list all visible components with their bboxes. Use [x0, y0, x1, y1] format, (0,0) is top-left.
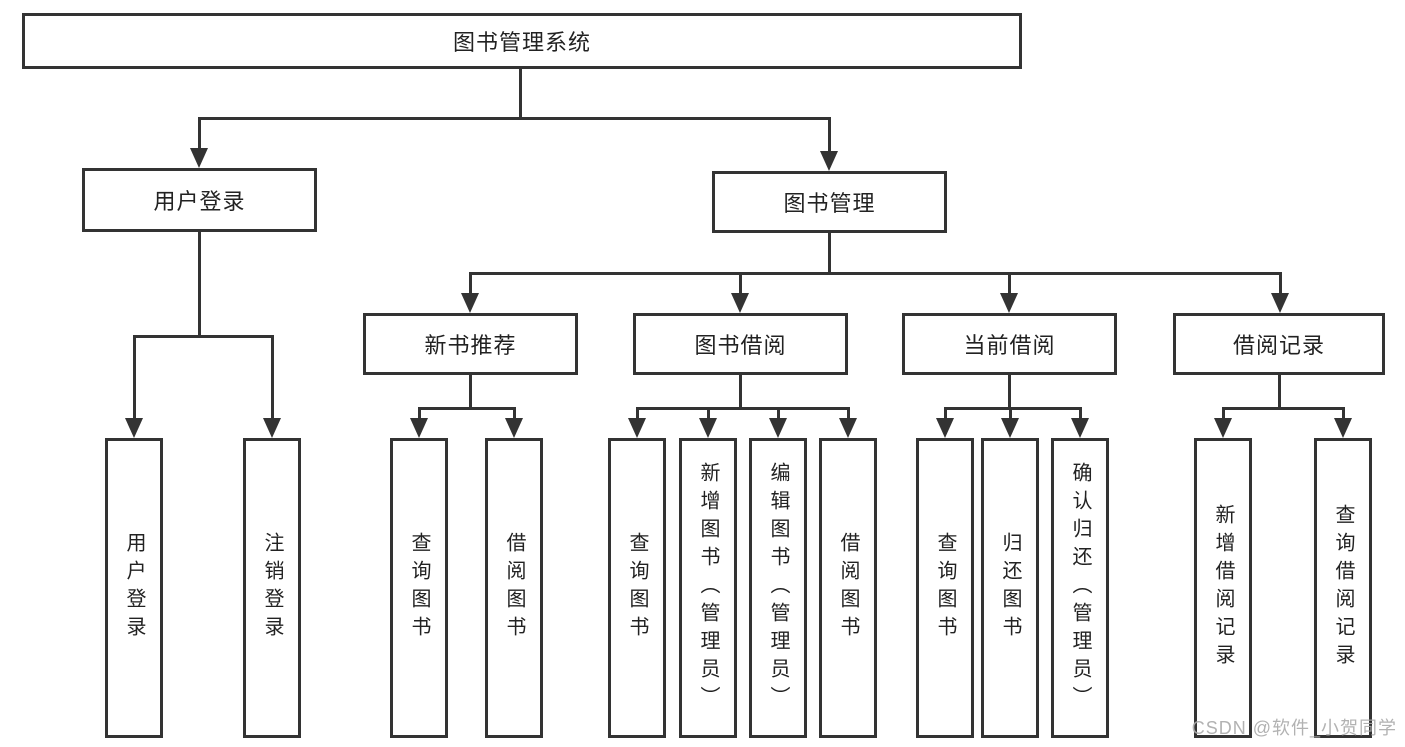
connector-line: [828, 233, 831, 274]
connector-line: [945, 407, 1081, 410]
connector-line: [1008, 272, 1011, 295]
node-book-borrowing: 图书借阅: [633, 313, 848, 375]
connector-line: [1279, 272, 1282, 295]
arrow-down-icon: [628, 418, 646, 438]
leaf-label: 新增借阅记录: [1212, 504, 1234, 672]
arrow-down-icon: [769, 418, 787, 438]
arrow-down-icon: [505, 418, 523, 438]
arrow-down-icon: [263, 418, 281, 438]
connector-line: [707, 407, 710, 421]
node-borrowing-records: 借阅记录: [1173, 313, 1385, 375]
connector-line: [1008, 375, 1011, 409]
connector-line: [469, 375, 472, 409]
node-label: 用户登录: [153, 189, 246, 214]
node-label: 新书推荐: [424, 333, 517, 358]
connector-line: [636, 407, 639, 421]
connector-line: [847, 407, 850, 421]
leaf-logout: 注销登录: [243, 438, 301, 738]
connector-line: [469, 272, 472, 295]
leaf-borrow-books: 借阅图书: [819, 438, 877, 738]
connector-line: [1278, 375, 1281, 409]
leaf-label: 查询图书: [934, 532, 956, 644]
leaf-label: 确认归还（管理员）: [1069, 462, 1091, 714]
leaf-return-books: 归还图书: [981, 438, 1039, 738]
leaf-label: 查询借阅记录: [1332, 504, 1354, 672]
leaf-query-books-current: 查询图书: [916, 438, 974, 738]
arrow-down-icon: [1271, 293, 1289, 313]
arrow-down-icon: [936, 418, 954, 438]
connector-line: [1223, 407, 1344, 410]
connector-line: [198, 232, 201, 336]
arrow-down-icon: [1071, 418, 1089, 438]
leaf-label: 查询图书: [626, 532, 648, 644]
node-label: 借阅记录: [1232, 333, 1325, 358]
connector-line: [198, 117, 201, 150]
leaf-add-borrow-record: 新增借阅记录: [1194, 438, 1252, 738]
connector-line: [419, 407, 516, 410]
arrow-down-icon: [1334, 418, 1352, 438]
connector-line: [271, 335, 274, 420]
node-library-system: 图书管理系统: [22, 13, 1022, 69]
arrow-down-icon: [1000, 293, 1018, 313]
connector-line: [739, 375, 742, 409]
connector-line: [469, 272, 1282, 275]
connector-line: [133, 335, 136, 420]
connector-line: [519, 69, 522, 117]
leaf-borrow-books-recommend: 借阅图书: [485, 438, 543, 738]
leaf-label: 归还图书: [999, 532, 1021, 644]
node-book-management: 图书管理: [712, 171, 947, 233]
arrow-down-icon: [410, 418, 428, 438]
connector-line: [739, 272, 742, 295]
node-new-book-recommendation: 新书推荐: [363, 313, 578, 375]
arrow-down-icon: [731, 293, 749, 313]
connector-line: [418, 407, 421, 421]
leaf-edit-books-admin: 编辑图书（管理员）: [749, 438, 807, 738]
leaf-label: 用户登录: [123, 532, 145, 644]
leaf-query-borrow-record: 查询借阅记录: [1314, 438, 1372, 738]
arrow-down-icon: [1214, 418, 1232, 438]
arrow-down-icon: [125, 418, 143, 438]
connector-line: [777, 407, 780, 421]
leaf-add-books-admin: 新增图书（管理员）: [679, 438, 737, 738]
node-user-login: 用户登录: [82, 168, 317, 232]
node-label: 当前借阅: [963, 333, 1056, 358]
connector-line: [944, 407, 947, 421]
csdn-watermark: CSDN @软件_小贺同学: [1191, 718, 1397, 738]
node-current-borrowing: 当前借阅: [902, 313, 1117, 375]
node-label: 图书管理系统: [452, 30, 591, 55]
leaf-label: 查询图书: [408, 532, 430, 644]
connector-line: [1079, 407, 1082, 421]
connector-line: [1222, 407, 1225, 421]
arrow-down-icon: [1001, 418, 1019, 438]
connector-line: [1009, 407, 1012, 421]
connector-line: [134, 335, 274, 338]
arrow-down-icon: [461, 293, 479, 313]
connector-line: [1342, 407, 1345, 421]
node-label: 图书管理: [783, 191, 876, 216]
connector-line: [828, 117, 831, 153]
leaf-confirm-return-admin: 确认归还（管理员）: [1051, 438, 1109, 738]
leaf-user-login: 用户登录: [105, 438, 163, 738]
connector-line: [513, 407, 516, 421]
leaf-label: 编辑图书（管理员）: [767, 462, 789, 714]
leaf-label: 借阅图书: [837, 532, 859, 644]
leaf-label: 注销登录: [261, 532, 283, 644]
leaf-query-books-borrow: 查询图书: [608, 438, 666, 738]
connector-line: [199, 117, 830, 120]
arrow-down-icon: [839, 418, 857, 438]
leaf-query-books-recommend: 查询图书: [390, 438, 448, 738]
connector-line: [637, 407, 849, 410]
leaf-label: 借阅图书: [503, 532, 525, 644]
leaf-label: 新增图书（管理员）: [697, 462, 719, 714]
arrow-down-icon: [190, 148, 208, 168]
arrow-down-icon: [699, 418, 717, 438]
arrow-down-icon: [820, 151, 838, 171]
node-label: 图书借阅: [694, 333, 787, 358]
